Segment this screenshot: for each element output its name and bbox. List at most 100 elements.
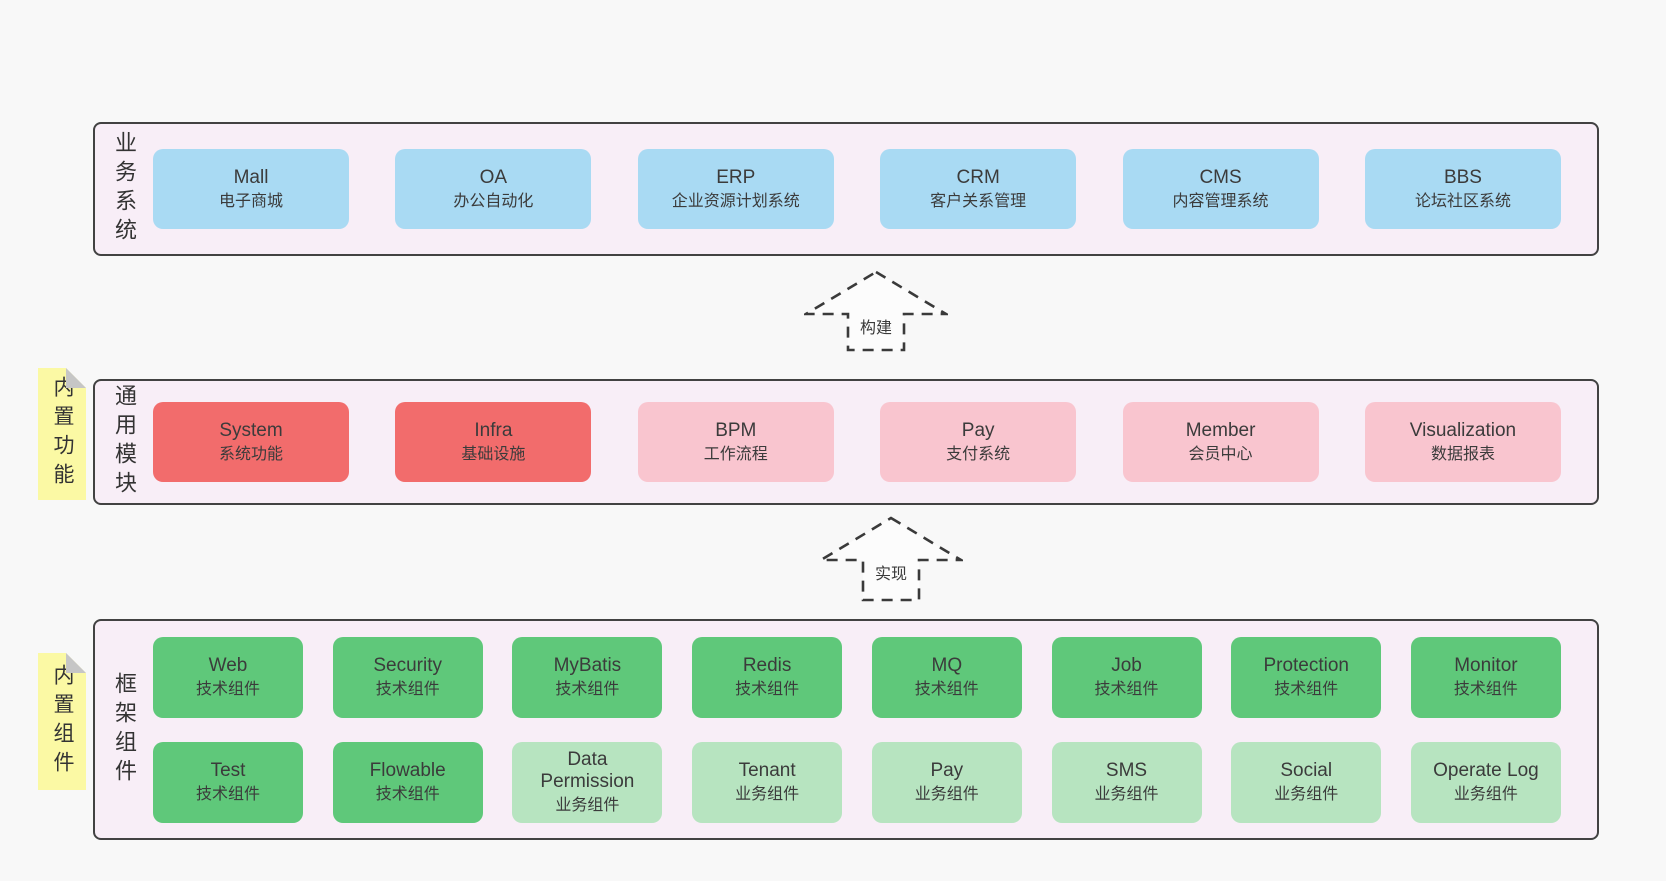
box-name: Operate Log (1433, 759, 1539, 781)
box-oa: OA 办公自动化 (395, 149, 592, 229)
box-name: MQ (931, 654, 963, 676)
box-name: ERP (716, 166, 756, 188)
box-name: Pay (930, 759, 964, 781)
common-modules-rows: System 系统功能 Infra 基础设施 BPM 工作流程 Pay 支付系统… (153, 381, 1597, 503)
box-tenant: Tenant 业务组件 (692, 741, 843, 823)
box-name: Infra (474, 419, 513, 441)
box-job: Job 技术组件 (1051, 636, 1202, 718)
box-name: Redis (742, 654, 792, 676)
box-erp: ERP 企业资源计划系统 (637, 149, 834, 229)
box-cms: CMS 内容管理系统 (1122, 149, 1319, 229)
box-name: Job (1111, 654, 1142, 676)
box-desc: 基础设施 (461, 445, 526, 463)
box-desc: 业务组件 (735, 785, 800, 803)
box-name: Test (210, 759, 246, 781)
box-pay: Pay 支付系统 (880, 402, 1077, 482)
box-name: Visualization (1409, 419, 1517, 441)
box-operate-log: Operate Log 业务组件 (1410, 741, 1561, 823)
box-desc: 支付系统 (946, 445, 1011, 463)
common-modules-row: System 系统功能 Infra 基础设施 BPM 工作流程 Pay 支付系统… (153, 402, 1561, 482)
section-label-common-modules: 通用模块 (112, 384, 137, 500)
box-sms: SMS 业务组件 (1051, 741, 1202, 823)
box-data-permission: Data Permission 业务组件 (512, 741, 663, 823)
box-web: Web 技术组件 (153, 636, 303, 718)
section-framework-components: 框架组件 Web 技术组件 Security 技术组件 MyBatis 技术组件… (93, 619, 1599, 840)
box-desc: 客户关系管理 (930, 192, 1027, 210)
box-name: Security (373, 654, 443, 676)
box-desc: 业务组件 (1094, 785, 1159, 803)
box-desc: 电子商城 (218, 192, 283, 210)
box-name: Monitor (1454, 654, 1518, 676)
box-desc: 论坛社区系统 (1414, 192, 1511, 210)
box-name: Tenant (738, 759, 796, 781)
build-arrow-label: 构建 (856, 314, 896, 338)
box-desc: 技术组件 (1274, 680, 1339, 698)
box-system: System 系统功能 (153, 402, 349, 482)
box-mq: MQ 技术组件 (871, 636, 1022, 718)
section-common-modules: 通用模块 System 系统功能 Infra 基础设施 BPM 工作流程 Pay… (93, 379, 1599, 505)
box-redis: Redis 技术组件 (692, 636, 843, 718)
sticky-fold-corner (66, 653, 86, 673)
box-security: Security 技术组件 (332, 636, 483, 718)
box-desc: 内容管理系统 (1172, 192, 1269, 210)
box-name: Protection (1263, 654, 1349, 676)
box-desc: 系统功能 (218, 445, 283, 463)
box-desc: 办公自动化 (453, 192, 534, 210)
box-desc: 工作流程 (703, 445, 768, 463)
box-visualization: Visualization 数据报表 (1364, 402, 1561, 482)
box-desc: 业务组件 (1453, 785, 1518, 803)
sticky-note-label: 内置功能 (51, 376, 74, 492)
box-desc: 业务组件 (1274, 785, 1339, 803)
box-test: Test 技术组件 (153, 741, 303, 823)
box-crm: CRM 客户关系管理 (880, 149, 1077, 229)
arrow-up-icon (819, 516, 963, 602)
sticky-fold-corner (66, 368, 86, 388)
sticky-note-label: 内置组件 (51, 663, 74, 780)
framework-components-row-1: Web 技术组件 Security 技术组件 MyBatis 技术组件 Redi… (153, 636, 1561, 718)
box-name: System (219, 419, 283, 441)
box-name: Mall (233, 166, 269, 188)
box-flowable: Flowable 技术组件 (332, 741, 483, 823)
box-infra: Infra 基础设施 (395, 402, 592, 482)
box-pay-biz: Pay 业务组件 (871, 741, 1022, 823)
box-desc: 技术组件 (195, 785, 260, 803)
box-social: Social 业务组件 (1231, 741, 1382, 823)
box-name: Web (208, 654, 248, 676)
box-member: Member 会员中心 (1122, 402, 1319, 482)
box-name: Pay (961, 419, 995, 441)
box-desc: 技术组件 (375, 680, 440, 698)
box-protection: Protection 技术组件 (1231, 636, 1382, 718)
framework-components-rows: Web 技术组件 Security 技术组件 MyBatis 技术组件 Redi… (153, 621, 1597, 838)
box-desc: 业务组件 (555, 796, 620, 814)
box-name: Flowable (369, 759, 446, 781)
implement-arrow-label: 实现 (871, 560, 911, 584)
business-systems-rows: Mall 电子商城 OA 办公自动化 ERP 企业资源计划系统 CRM 客户关系… (153, 124, 1597, 254)
box-mybatis: MyBatis 技术组件 (512, 636, 663, 718)
box-name: BBS (1443, 166, 1482, 188)
box-desc: 技术组件 (1094, 680, 1159, 698)
box-name: MyBatis (553, 654, 622, 676)
box-desc: 技术组件 (1453, 680, 1518, 698)
box-desc: 会员中心 (1188, 445, 1253, 463)
framework-components-row-2: Test 技术组件 Flowable 技术组件 Data Permission … (153, 741, 1561, 823)
section-label-framework-components: 框架组件 (112, 671, 137, 788)
box-desc: 技术组件 (914, 680, 979, 698)
box-bpm: BPM 工作流程 (637, 402, 834, 482)
section-label-business-systems: 业务系统 (112, 131, 137, 247)
arrow-up-icon (804, 270, 948, 352)
box-monitor: Monitor 技术组件 (1410, 636, 1561, 718)
box-name: Social (1280, 759, 1333, 781)
box-desc: 企业资源计划系统 (671, 192, 800, 210)
box-desc: 技术组件 (195, 680, 260, 698)
box-name: CMS (1199, 166, 1242, 188)
box-name: OA (479, 166, 508, 188)
box-name: CRM (956, 166, 1000, 188)
build-arrow: 构建 (804, 270, 948, 352)
box-name: Member (1185, 419, 1256, 441)
sticky-note-built-in-components: 内置组件 (38, 653, 86, 790)
section-business-systems: 业务系统 Mall 电子商城 OA 办公自动化 ERP 企业资源计划系统 CRM… (93, 122, 1599, 256)
box-desc: 技术组件 (555, 680, 620, 698)
implement-arrow: 实现 (819, 516, 963, 602)
business-systems-row: Mall 电子商城 OA 办公自动化 ERP 企业资源计划系统 CRM 客户关系… (153, 149, 1561, 229)
